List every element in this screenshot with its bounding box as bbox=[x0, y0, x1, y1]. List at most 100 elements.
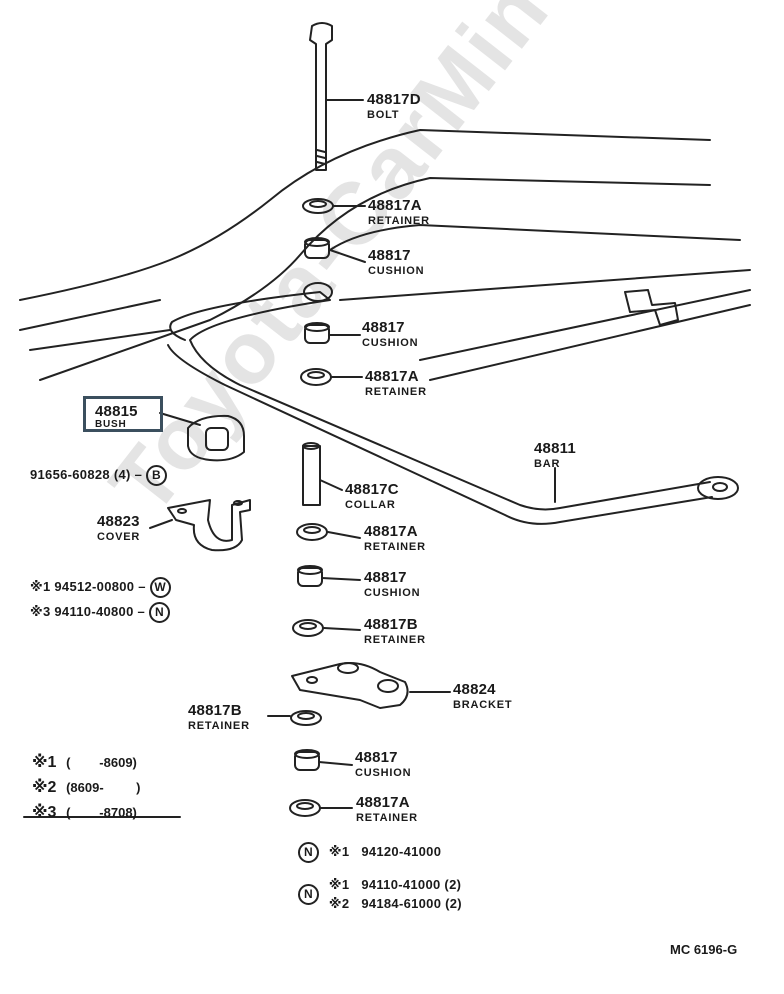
part-label-retainer-b2[interactable]: 48817B RETAINER bbox=[188, 703, 250, 732]
frame-line bbox=[329, 224, 741, 251]
part-name: RETAINER bbox=[188, 720, 250, 732]
ref-mark: ※1 bbox=[30, 578, 51, 594]
legend-row: ※3 ( -8708) bbox=[32, 802, 141, 822]
part-number: 48817A bbox=[364, 523, 418, 540]
part-name: CUSHION bbox=[362, 337, 419, 349]
part-label-cushion-2[interactable]: 48817 CUSHION bbox=[362, 320, 418, 349]
diagram-reference: MC 6196-G bbox=[670, 942, 738, 957]
part-number: 48817A bbox=[356, 794, 410, 811]
part-name: CUSHION bbox=[364, 587, 421, 599]
part-name: RETAINER bbox=[368, 215, 430, 227]
part-label-retainer-b1[interactable]: 48817B RETAINER bbox=[364, 617, 426, 646]
ref-mark: ※1 bbox=[328, 843, 350, 859]
part-number: 48817D bbox=[367, 91, 421, 108]
legend-range: ( -8708) bbox=[66, 805, 137, 820]
part-number: 48817C bbox=[345, 481, 399, 498]
part-label-bush[interactable]: 48815 BUSH bbox=[95, 404, 138, 430]
part-name: COLLAR bbox=[345, 499, 396, 511]
bar-end-eye bbox=[697, 476, 739, 500]
n-symbol-icon: N bbox=[148, 602, 170, 623]
fastener-number: 94110-41000 (2) bbox=[361, 877, 462, 892]
ref-mark: ※2 bbox=[328, 896, 350, 911]
part-number: 48817 bbox=[362, 319, 405, 336]
fastener-number: 94120-41000 bbox=[361, 843, 442, 859]
fastener-bolt-b[interactable]: 91656-60828 (4) – B bbox=[30, 465, 168, 486]
legend-mark: ※2 bbox=[32, 779, 57, 796]
part-number: 48815 bbox=[95, 403, 138, 420]
frame-line bbox=[339, 269, 751, 301]
part-name: RETAINER bbox=[364, 541, 426, 553]
part-name: CUSHION bbox=[355, 767, 412, 779]
legend-range: ( -8609) bbox=[66, 755, 137, 770]
frame-line bbox=[419, 289, 751, 361]
fastener-number: 94184-61000 (2) bbox=[361, 896, 462, 911]
part-label-retainer-top[interactable]: 48817A RETAINER bbox=[368, 198, 430, 227]
part-label-cushion-4[interactable]: 48817 CUSHION bbox=[355, 750, 411, 779]
part-label-collar[interactable]: 48817C COLLAR bbox=[345, 482, 399, 511]
stabilizer-bar-edge bbox=[167, 344, 713, 525]
part-number: 48817B bbox=[188, 702, 242, 719]
part-name: RETAINER bbox=[364, 634, 426, 646]
part-name: BRACKET bbox=[453, 699, 513, 711]
part-label-bolt[interactable]: 48817D BOLT bbox=[367, 92, 421, 121]
frame-line bbox=[19, 299, 161, 331]
dash: – bbox=[137, 603, 146, 619]
bracket bbox=[291, 662, 409, 709]
legend-row: ※1 ( -8609) bbox=[32, 752, 141, 772]
legend-mark: ※3 bbox=[32, 804, 57, 821]
part-label-retainer-2[interactable]: 48817A RETAINER bbox=[365, 369, 427, 398]
part-name: COVER bbox=[97, 531, 141, 543]
collar bbox=[302, 445, 321, 506]
part-label-cushion-top[interactable]: 48817 CUSHION bbox=[368, 248, 424, 277]
fastener-number: 94110-40800 bbox=[54, 603, 134, 619]
part-number: 48817B bbox=[364, 616, 418, 633]
part-label-cover[interactable]: 48823 COVER bbox=[97, 514, 140, 543]
fastener-number: 94512-00800 bbox=[54, 578, 135, 594]
n-symbol-icon: N bbox=[298, 842, 319, 863]
part-label-cushion-3[interactable]: 48817 CUSHION bbox=[364, 570, 420, 599]
part-label-retainer-3[interactable]: 48817A RETAINER bbox=[364, 524, 426, 553]
frame-clip bbox=[624, 289, 679, 326]
fastener-row: ※2 94184-61000 (2) bbox=[329, 897, 462, 910]
part-label-bar[interactable]: 48811 BAR bbox=[534, 441, 576, 470]
part-number: 48817 bbox=[364, 569, 407, 586]
legend-row: ※2 (8609- ) bbox=[32, 777, 141, 797]
cover bbox=[167, 499, 251, 552]
retainer-b2 bbox=[290, 710, 322, 726]
cushion-top bbox=[304, 239, 330, 259]
n-symbol-icon: N bbox=[298, 884, 319, 905]
w-symbol-icon: W bbox=[149, 577, 171, 598]
ref-mark: ※3 bbox=[30, 603, 51, 619]
ref-mark: ※1 bbox=[328, 877, 350, 892]
frame-line bbox=[429, 304, 751, 381]
cushion-4 bbox=[294, 751, 320, 771]
legend: ※1 ( -8609) ※2 (8609- ) ※3 ( -8708) bbox=[32, 752, 141, 822]
fastener-number: 91656-60828 (4) bbox=[30, 466, 131, 482]
bush bbox=[187, 414, 245, 462]
fastener-list: ※1 94110-41000 (2) ※2 94184-61000 (2) bbox=[329, 878, 462, 910]
part-number: 48824 bbox=[453, 681, 496, 698]
part-number: 48817 bbox=[355, 749, 398, 766]
part-name: RETAINER bbox=[365, 386, 427, 398]
part-name: CUSHION bbox=[368, 265, 425, 277]
legend-mark: ※1 bbox=[32, 754, 57, 771]
fastener-nut-n2[interactable]: N ※1 94120-41000 bbox=[298, 842, 441, 863]
fastener-nut-n1[interactable]: ※3 94110-40800 – N bbox=[30, 602, 170, 623]
b-symbol-icon: B bbox=[146, 465, 168, 486]
part-label-retainer-4[interactable]: 48817A RETAINER bbox=[356, 795, 418, 824]
part-number: 48823 bbox=[97, 513, 140, 530]
part-label-bracket[interactable]: 48824 BRACKET bbox=[453, 682, 512, 711]
part-name: RETAINER bbox=[356, 812, 418, 824]
frame-line bbox=[29, 329, 171, 351]
fastener-nut-n3[interactable]: N ※1 94110-41000 (2) ※2 94184-61000 (2) bbox=[298, 878, 462, 910]
frame-line bbox=[39, 177, 711, 381]
cushion-3 bbox=[297, 567, 323, 587]
part-name: BOLT bbox=[367, 109, 400, 121]
fastener-row: ※1 94110-41000 (2) bbox=[329, 878, 462, 891]
bolt bbox=[309, 22, 333, 171]
part-name: BUSH bbox=[95, 419, 127, 430]
fastener-washer-w[interactable]: ※1 94512-00800 – W bbox=[30, 577, 171, 598]
dash: – bbox=[138, 578, 146, 594]
bar-upper-eye bbox=[303, 282, 333, 302]
part-number: 48817 bbox=[368, 247, 411, 264]
